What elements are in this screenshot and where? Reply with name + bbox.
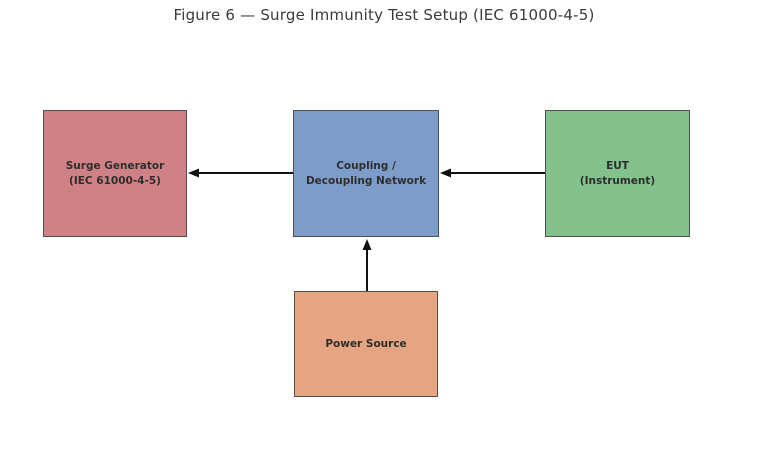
node-eut: EUT (Instrument) — [545, 110, 690, 237]
node-coupling-decoupling-network: Coupling / Decoupling Network — [293, 110, 439, 237]
arrow-cdn-to-surge-generator — [188, 168, 293, 178]
node-label-eut: EUT (Instrument) — [579, 159, 656, 187]
arrowhead — [440, 168, 451, 178]
arrow-eut-to-cdn — [440, 168, 545, 178]
arrowhead — [188, 168, 199, 178]
arrowhead — [362, 239, 372, 250]
node-power-source: Power Source — [294, 291, 438, 397]
node-label-surge-generator: Surge Generator (IEC 61000-4-5) — [65, 159, 165, 187]
figure-title: Figure 6 — Surge Immunity Test Setup (IE… — [173, 6, 595, 24]
arrow-power-source-to-cdn — [362, 239, 372, 291]
node-label-coupling-decoupling-network: Coupling / Decoupling Network — [305, 159, 427, 187]
node-surge-generator: Surge Generator (IEC 61000-4-5) — [43, 110, 187, 237]
node-label-power-source: Power Source — [325, 337, 407, 350]
